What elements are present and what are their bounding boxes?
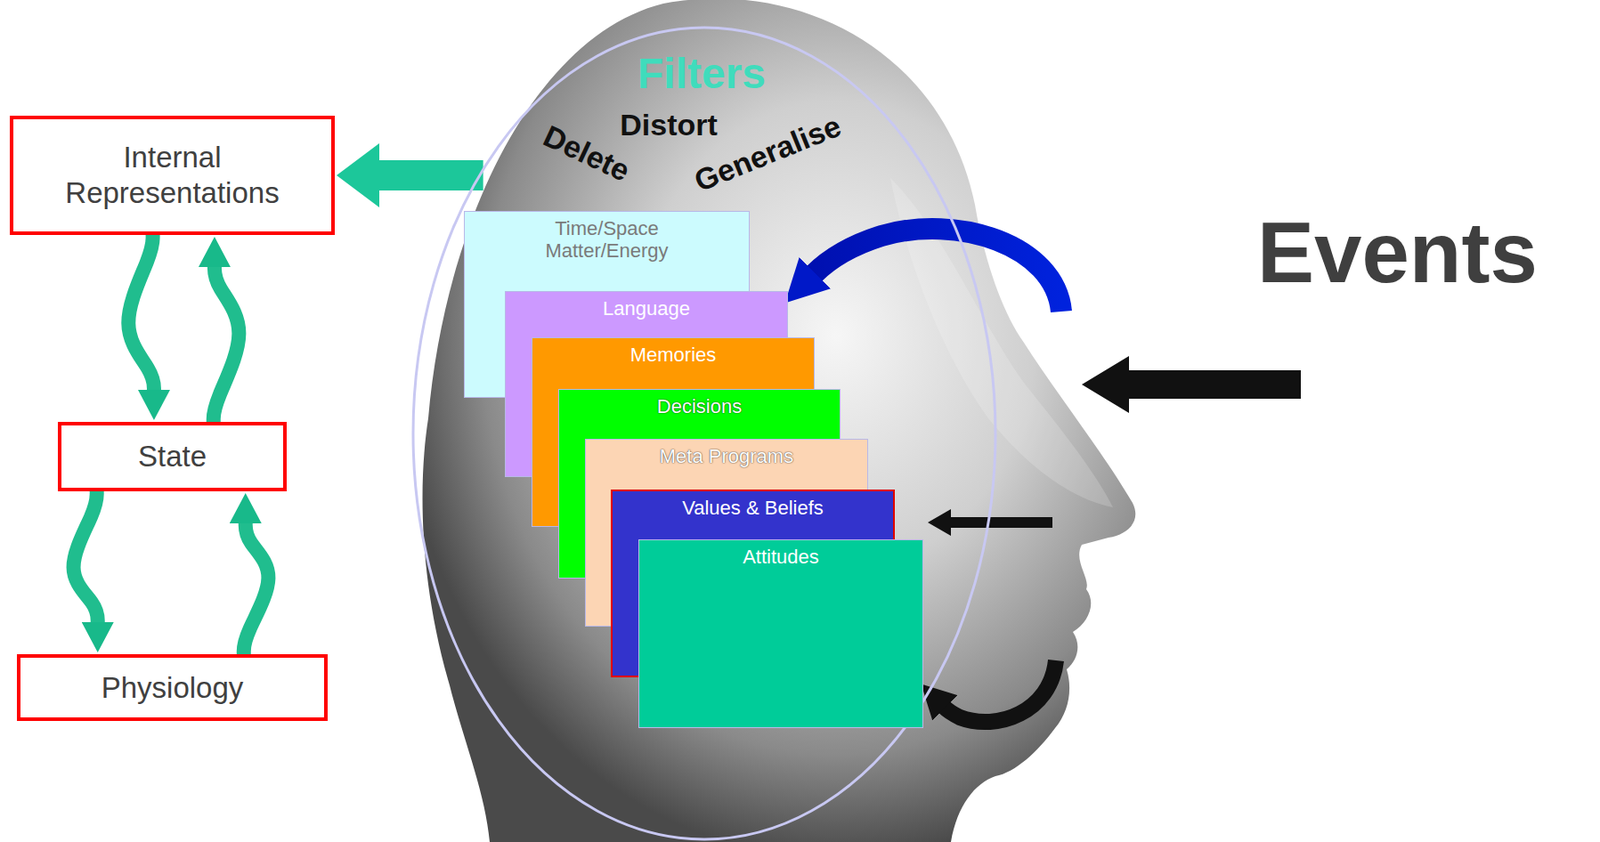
filter-box: Attitudes — [638, 539, 924, 729]
filters-heading: Filters — [637, 52, 766, 96]
cycle-arrow — [213, 265, 240, 423]
model-box: State — [57, 422, 287, 492]
node-label: Decisions — [559, 395, 840, 418]
cycle-arrow — [73, 491, 98, 625]
filter-ellipse: FiltersDistortDeleteGeneraliseTime/Space… — [411, 25, 998, 842]
node-label: Internal Representations — [52, 139, 293, 211]
node-label: Language — [505, 297, 788, 320]
node-label: Time/Space Matter/Energy — [528, 217, 685, 263]
events-label: Events — [1257, 210, 1538, 296]
cycle-arrow — [128, 235, 155, 392]
head-silhouette — [422, 0, 1137, 842]
node-label: Meta Programs — [585, 445, 868, 468]
black-curved-arrow — [943, 660, 1056, 723]
ellipse-shape — [413, 27, 996, 840]
node-label: Values & Beliefs — [612, 496, 894, 520]
node-label: Attitudes — [639, 545, 923, 569]
events-arrow — [1081, 356, 1301, 414]
node-label: Physiology — [101, 670, 244, 707]
model-box: Physiology — [16, 654, 328, 722]
filter-verb: Distort — [619, 109, 718, 140]
blue-curved-arrow — [813, 228, 1062, 312]
cycle-arrow — [243, 521, 269, 655]
block-arrow — [336, 143, 484, 208]
node-label: Memories — [532, 343, 814, 366]
node-label: State — [138, 438, 207, 475]
model-box: Internal Representations — [9, 115, 335, 236]
